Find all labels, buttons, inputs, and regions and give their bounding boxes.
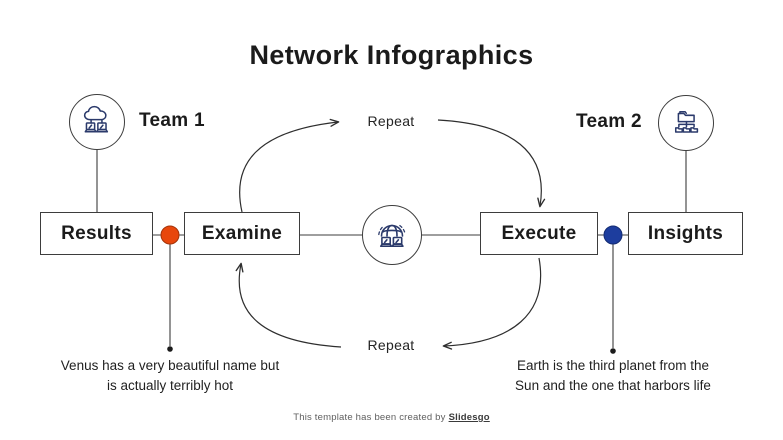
cloud-computing-icon [83,105,109,133]
note-team2: Earth is the third planet from the Sun a… [515,356,711,397]
note-team1-line1: Venus has a very beautiful name but [60,358,280,373]
flow-box-execute: Execute [480,212,598,255]
repeat-top-label: Repeat [367,113,415,129]
team1-avatar-circle [69,94,125,150]
folder-network-icon [674,111,699,133]
flow-box-execute-label: Execute [501,222,577,244]
repeat-arrow-top-to-execute [437,119,546,208]
note-team1: Venus has a very beautiful name but is a… [61,356,279,397]
repeat-arrow-examine-to-top [239,118,340,213]
flow-box-examine-label: Examine [201,222,283,244]
footer-credit-text: This template has been created by [293,412,446,423]
note-team2-line1: Earth is the third planet from the [516,358,710,373]
team2-label: Team 2 [576,111,642,132]
repeat-arrow-execute-to-bottom [442,257,542,350]
orange-leader-dot [167,346,173,352]
note-team2-line2: Sun and the one that harbors life [515,378,711,394]
team2-avatar-circle [658,95,714,151]
team1-label: Team 1 [139,110,205,131]
blue-node [603,225,623,245]
page-title: Network Infographics [249,40,534,70]
flow-box-insights: Insights [628,212,743,255]
orange-node [160,225,180,245]
repeat-bottom-label: Repeat [367,337,415,353]
flow-box-examine: Examine [184,212,300,255]
blue-leader-dot [610,348,616,354]
flow-box-insights-label: Insights [647,222,724,244]
note-team1-line2: is actually terribly hot [106,378,234,394]
flow-box-results: Results [40,212,153,255]
flow-box-results-label: Results [61,222,132,244]
global-network-icon [378,224,406,247]
slidesgo-link[interactable]: Slidesgo [448,412,490,423]
hub-circle [362,205,422,265]
repeat-arrow-bottom-to-examine [235,262,342,348]
